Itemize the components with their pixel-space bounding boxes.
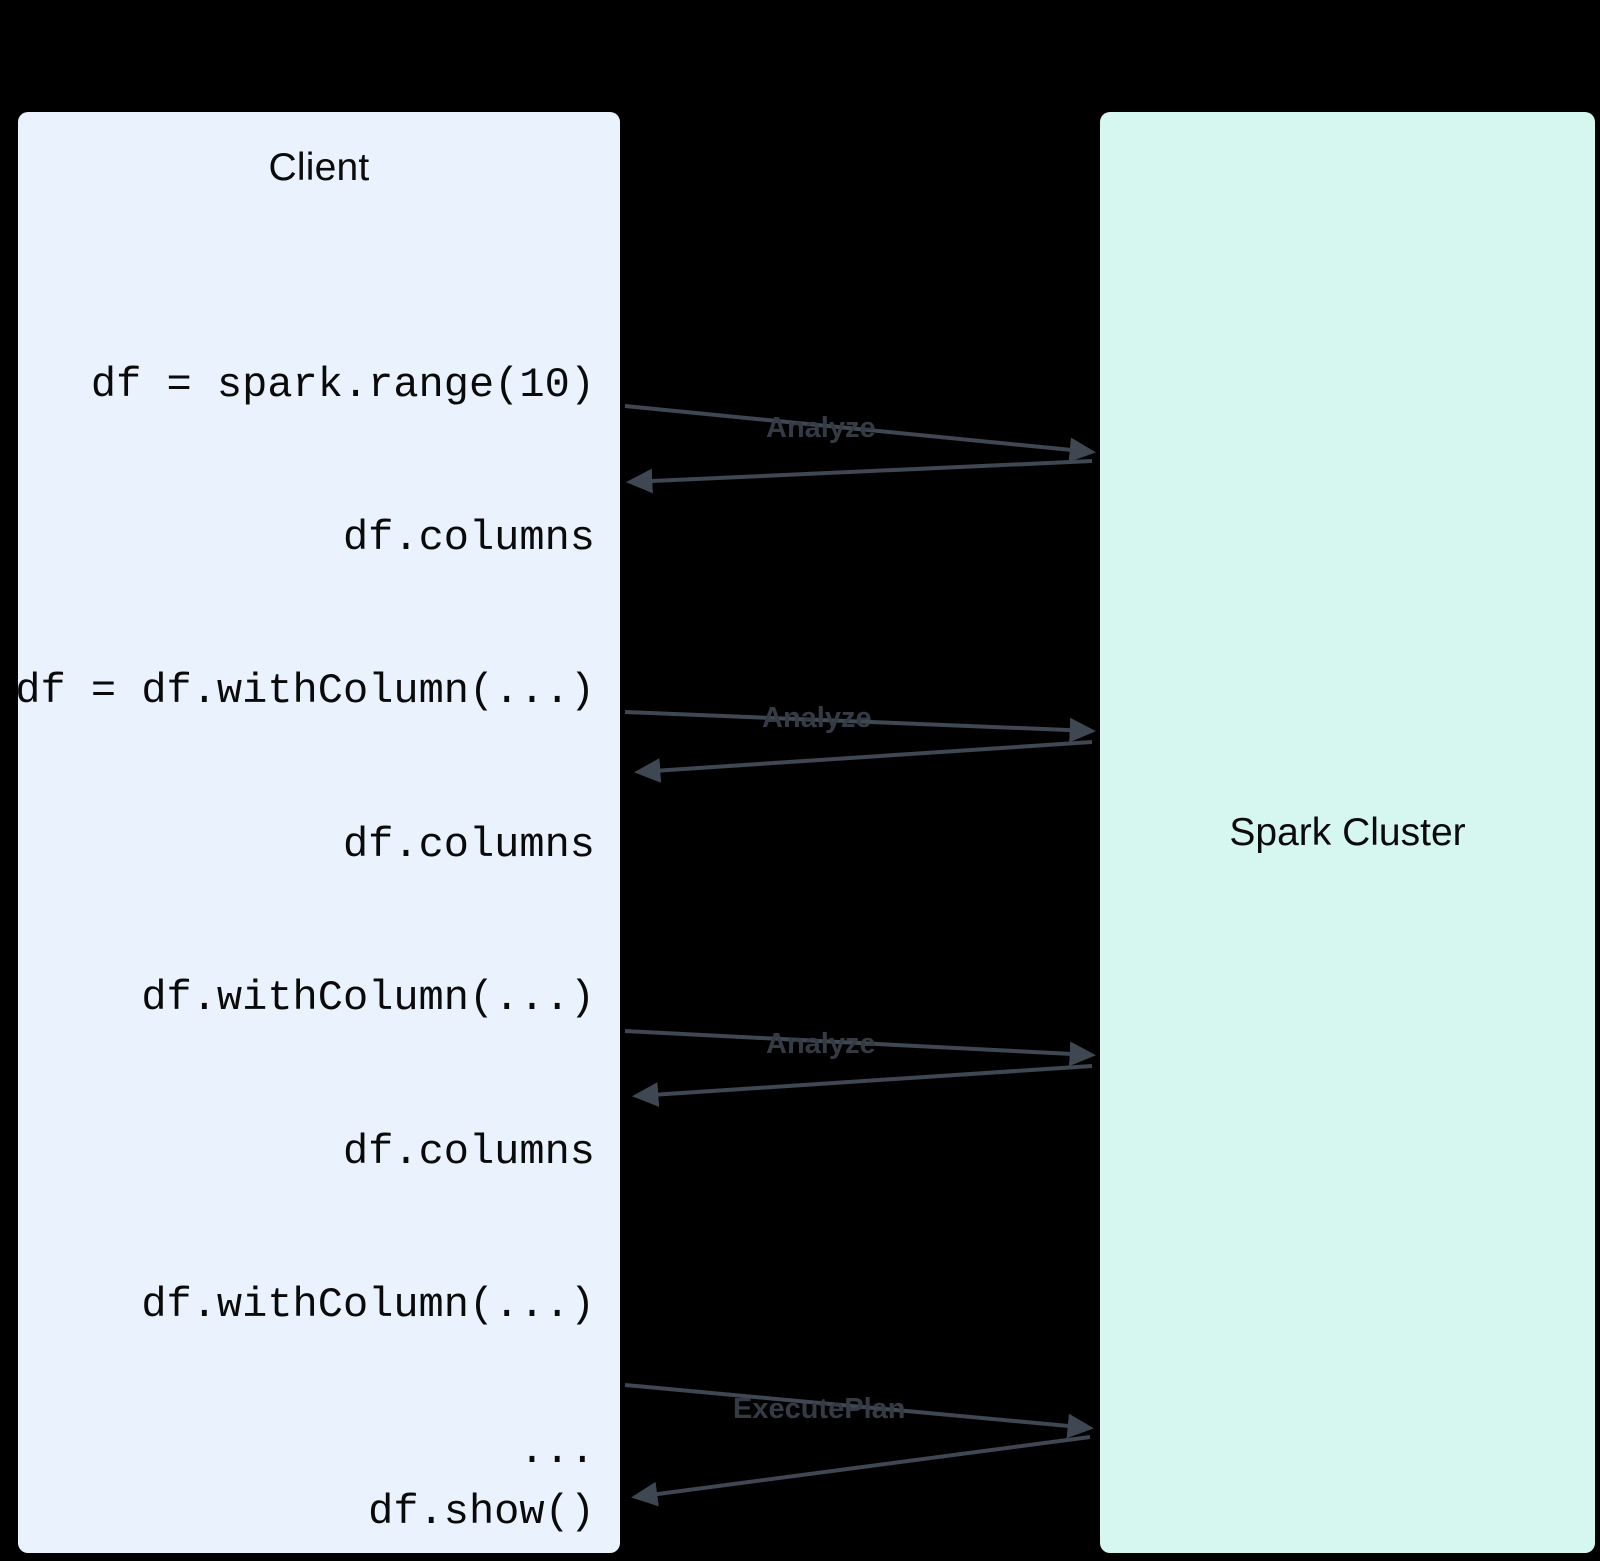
client-code-line-4: df.columns	[342, 821, 595, 869]
message-arrow-response-4	[631, 1435, 1091, 1507]
client-code-line-2: df.columns	[342, 514, 595, 562]
client-code-line-5: df.withColumn(...)	[141, 974, 595, 1022]
participant-cluster-label: Spark Cluster	[1229, 810, 1466, 854]
participant-cluster-box: Spark Cluster	[1100, 112, 1595, 1553]
participant-client-box: Client df = spark.range(10) df.columns d…	[15, 112, 620, 1553]
message-label-analyze-1: Analyze	[766, 412, 876, 444]
client-code-line-9: df.show()	[368, 1488, 595, 1536]
client-code-line-3: df = df.withColumn(...)	[15, 667, 595, 715]
message-arrow-response-2	[634, 740, 1093, 783]
client-code-line-7: df.withColumn(...)	[141, 1281, 595, 1329]
client-code-line-1: df = spark.range(10)	[90, 361, 595, 409]
message-label-analyze-2: Analyze	[762, 702, 872, 734]
client-code-line-8: ...	[519, 1427, 595, 1475]
client-code-line-6: df.columns	[342, 1128, 595, 1176]
message-arrow-response-3	[632, 1064, 1093, 1107]
message-label-executeplan: ExecutePlan	[733, 1393, 906, 1425]
participant-client-label: Client	[268, 146, 370, 189]
message-label-analyze-3: Analyze	[766, 1028, 876, 1060]
participant-cluster-label-wrap: Spark Cluster	[1100, 112, 1595, 1553]
message-arrow-response-1	[626, 459, 1093, 494]
